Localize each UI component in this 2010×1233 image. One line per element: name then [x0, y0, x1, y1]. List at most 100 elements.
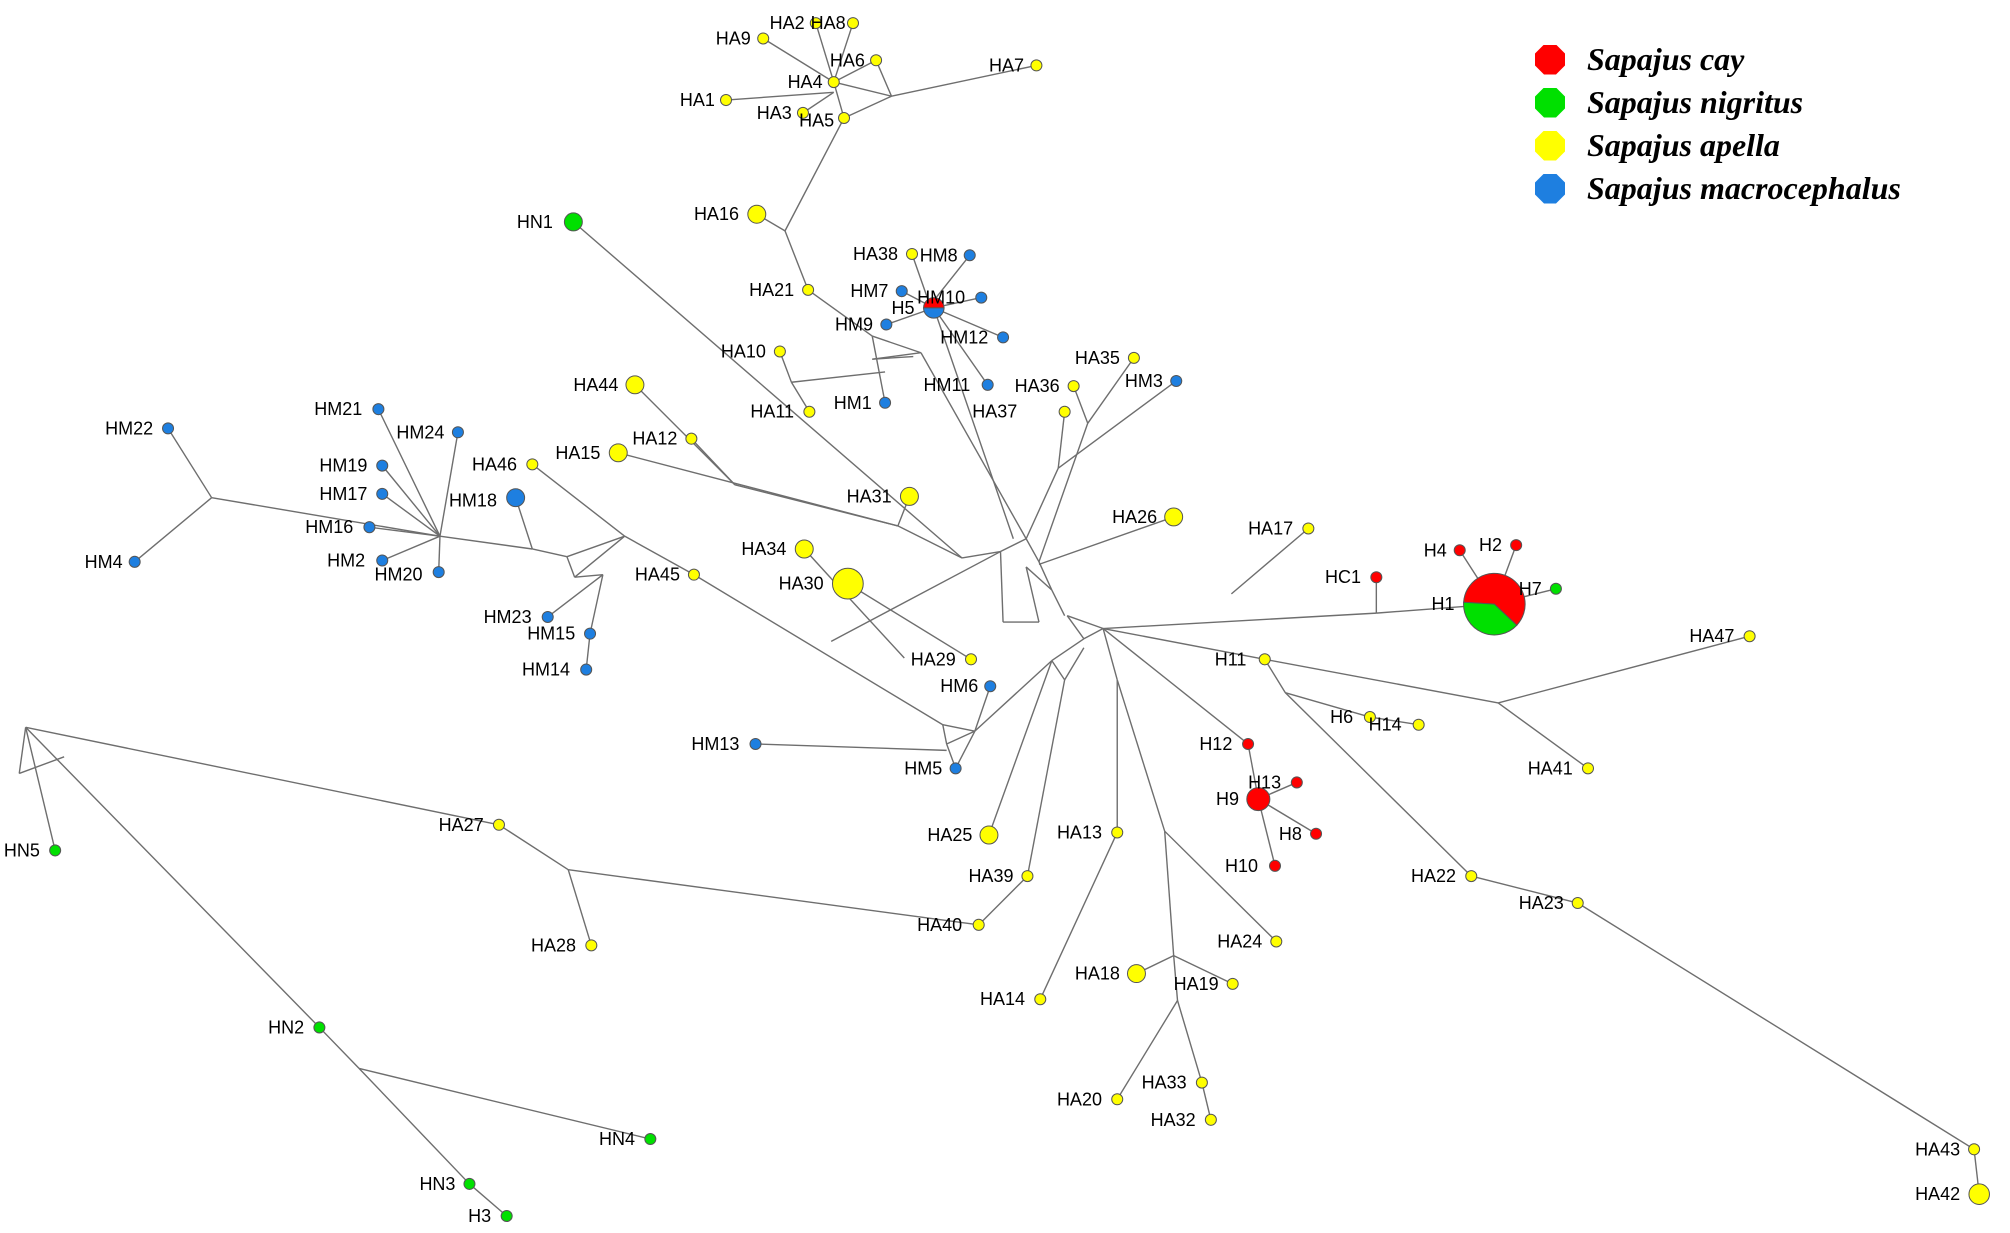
- haplotype-node-hn3: [463, 1177, 476, 1190]
- haplotype-node-hm7: [895, 285, 908, 298]
- haplotype-node-h2: [1510, 539, 1523, 552]
- haplotype-label-ha33: HA33: [1142, 1073, 1187, 1093]
- haplotype-node-ha33: [1195, 1076, 1208, 1089]
- haplotype-node-hm16: [363, 521, 376, 534]
- haplotype-node-ha44: [625, 375, 645, 395]
- haplotype-node-ha9: [757, 32, 770, 45]
- network-edge: [1163, 831, 1175, 956]
- network-edge: [531, 463, 626, 537]
- network-edge: [1087, 357, 1135, 424]
- network-edge: [1201, 1082, 1212, 1120]
- haplotype-label-hm20: HM20: [375, 565, 423, 585]
- network-edge: [872, 335, 922, 354]
- network-edge: [1066, 615, 1104, 630]
- network-edge: [974, 660, 1053, 732]
- haplotype-label-ha9: HA9: [716, 28, 751, 48]
- network-edge: [942, 724, 948, 745]
- haplotype-label-hm8: HM8: [920, 245, 958, 265]
- network-edge: [1102, 627, 1265, 660]
- haplotype-node-ha23: [1571, 897, 1584, 910]
- haplotype-label-hm16: HM16: [305, 517, 353, 537]
- network-edge: [833, 59, 877, 83]
- network-edge: [871, 335, 886, 403]
- network-edge: [1497, 702, 1589, 769]
- haplotype-label-ha32: HA32: [1151, 1110, 1196, 1130]
- network-edge: [624, 535, 695, 576]
- haplotype-node-ha31: [899, 486, 919, 506]
- network-edge: [381, 493, 441, 537]
- network-edge: [24, 727, 56, 851]
- haplotype-node-ha17: [1302, 522, 1315, 535]
- haplotype-label-ha29: HA29: [911, 649, 956, 669]
- haplotype-node-h6: [1363, 711, 1376, 724]
- haplotype-node-ha8: [846, 17, 860, 30]
- haplotype-label-hm18: HM18: [449, 490, 497, 510]
- haplotype-node-ha46: [526, 458, 539, 471]
- network-edge: [1116, 679, 1166, 832]
- legend-label: Sapajus macrocephalus: [1587, 170, 1901, 206]
- haplotype-label-hm7: HM7: [850, 281, 888, 301]
- haplotype-node-ha26: [1164, 507, 1184, 527]
- haplotype-node-hm23: [541, 610, 554, 623]
- haplotype-label-hm6: HM6: [940, 676, 978, 696]
- network-edge: [833, 81, 845, 119]
- haplotype-node-hm20: [432, 566, 445, 579]
- haplotype-label-hm22: HM22: [105, 418, 153, 438]
- haplotype-node-ha13: [1111, 826, 1124, 839]
- haplotype-label-ha47: HA47: [1689, 626, 1734, 646]
- haplotype-node-h14: [1412, 718, 1425, 731]
- haplotype-node-ha19: [1226, 977, 1239, 990]
- haplotype-node-ha7: [1030, 59, 1043, 72]
- haplotype-node-ha39: [1021, 870, 1034, 883]
- network-edge: [469, 1183, 508, 1217]
- network-edge: [1083, 627, 1104, 640]
- network-edge: [211, 496, 441, 537]
- haplotype-label-hm9: HM9: [835, 315, 873, 335]
- network-edge: [1038, 516, 1174, 566]
- network-edge: [830, 550, 1001, 642]
- network-nodes: [49, 17, 1990, 1223]
- network-edge: [381, 465, 441, 537]
- network-edge: [1285, 691, 1371, 718]
- network-edge: [1103, 612, 1377, 630]
- haplotype-node-ha42: [1968, 1183, 1990, 1205]
- network-edge: [1498, 635, 1750, 704]
- haplotype-node-hm15: [584, 627, 597, 640]
- haplotype-node-ha22: [1465, 870, 1478, 883]
- network-edge: [920, 352, 1027, 540]
- haplotype-node-h12: [1242, 737, 1255, 750]
- network-edge: [875, 60, 893, 97]
- haplotype-node-hm10: [975, 291, 988, 304]
- haplotype-label-h9: H9: [1216, 789, 1239, 809]
- haplotype-node-ha4: [827, 76, 840, 89]
- network-edge: [1577, 902, 1975, 1150]
- haplotype-label-ha23: HA23: [1519, 893, 1564, 913]
- haplotype-label-ha31: HA31: [847, 486, 892, 506]
- haplotype-node-ha38: [905, 247, 919, 260]
- haplotype-label-ha16: HA16: [694, 204, 739, 224]
- haplotype-label-ha7: HA7: [989, 55, 1024, 75]
- network-edge: [567, 869, 592, 946]
- network-edge: [1038, 561, 1053, 591]
- haplotype-node-hn5: [49, 844, 62, 857]
- network-edge: [1025, 566, 1040, 623]
- haplotype-label-ha41: HA41: [1528, 758, 1573, 778]
- haplotype-label-ha40: HA40: [917, 915, 962, 935]
- haplotype-node-h5: [923, 297, 945, 319]
- network-edge: [1039, 832, 1118, 1000]
- haplotype-node-ha18: [1126, 964, 1146, 984]
- network-edge: [134, 497, 213, 563]
- haplotype-node-hm11: [981, 378, 994, 391]
- haplotype-label-hm5: HM5: [904, 758, 942, 778]
- network-edge: [961, 550, 1001, 559]
- network-edge: [439, 432, 459, 537]
- network-edge: [891, 64, 1037, 97]
- network-edge: [933, 307, 1014, 539]
- haplotype-label-h14: H14: [1369, 715, 1402, 735]
- network-edge: [978, 875, 1028, 926]
- haplotype-label-hm12: HM12: [940, 327, 988, 347]
- haplotype-node-h8: [1310, 827, 1323, 840]
- haplotype-node-ha29: [964, 653, 978, 666]
